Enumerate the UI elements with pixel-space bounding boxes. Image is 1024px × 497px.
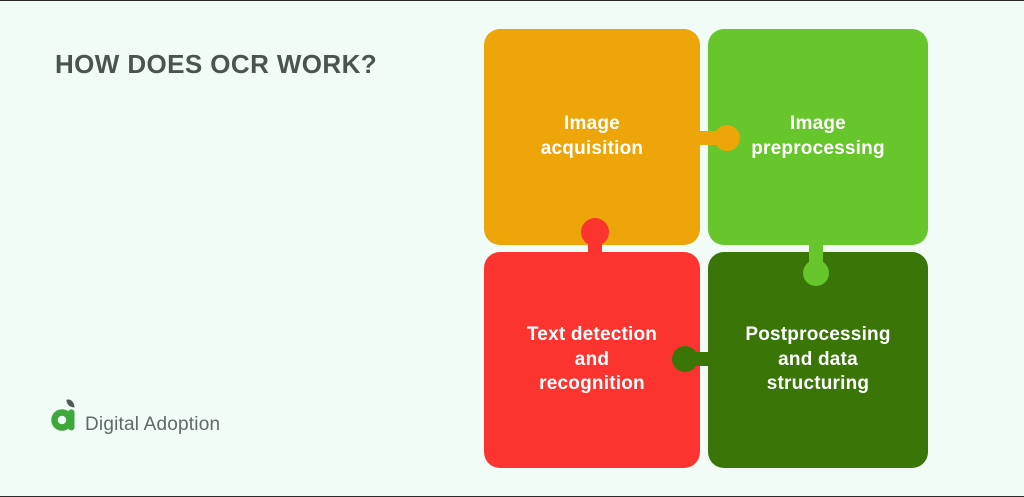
- page-title: HOW DOES OCR WORK?: [55, 49, 378, 79]
- connector-knob-orange: [714, 125, 740, 151]
- puzzle-piece-image-acquisition: Image acquisition: [484, 29, 700, 245]
- connector-knob-red: [581, 218, 609, 246]
- connector-knob-orange-stem: [698, 131, 718, 145]
- connector-knob-lightgreen: [803, 260, 829, 286]
- logo-text: Digital Adoption: [85, 414, 221, 435]
- puzzle-piece-postprocessing-data-structuring: Postprocessing and data structuring: [708, 252, 928, 468]
- digital-adoption-logo-icon: [51, 397, 81, 438]
- piece-label-text-detection-recognition: Text detection and recognition: [526, 323, 658, 395]
- digital-adoption-logo: Digital Adoption: [51, 397, 220, 438]
- puzzle-piece-image-preprocessing: Image preprocessing: [708, 29, 928, 245]
- puzzle-piece-text-detection-recognition: Text detection and recognition: [484, 252, 700, 468]
- connector-knob-darkgreen: [672, 346, 698, 372]
- piece-label-image-preprocessing: Image preprocessing: [751, 113, 885, 159]
- piece-label-postprocessing-data-structuring: Postprocessing and data structuring: [745, 323, 891, 395]
- piece-label-image-acquisition: Image acquisition: [540, 113, 644, 159]
